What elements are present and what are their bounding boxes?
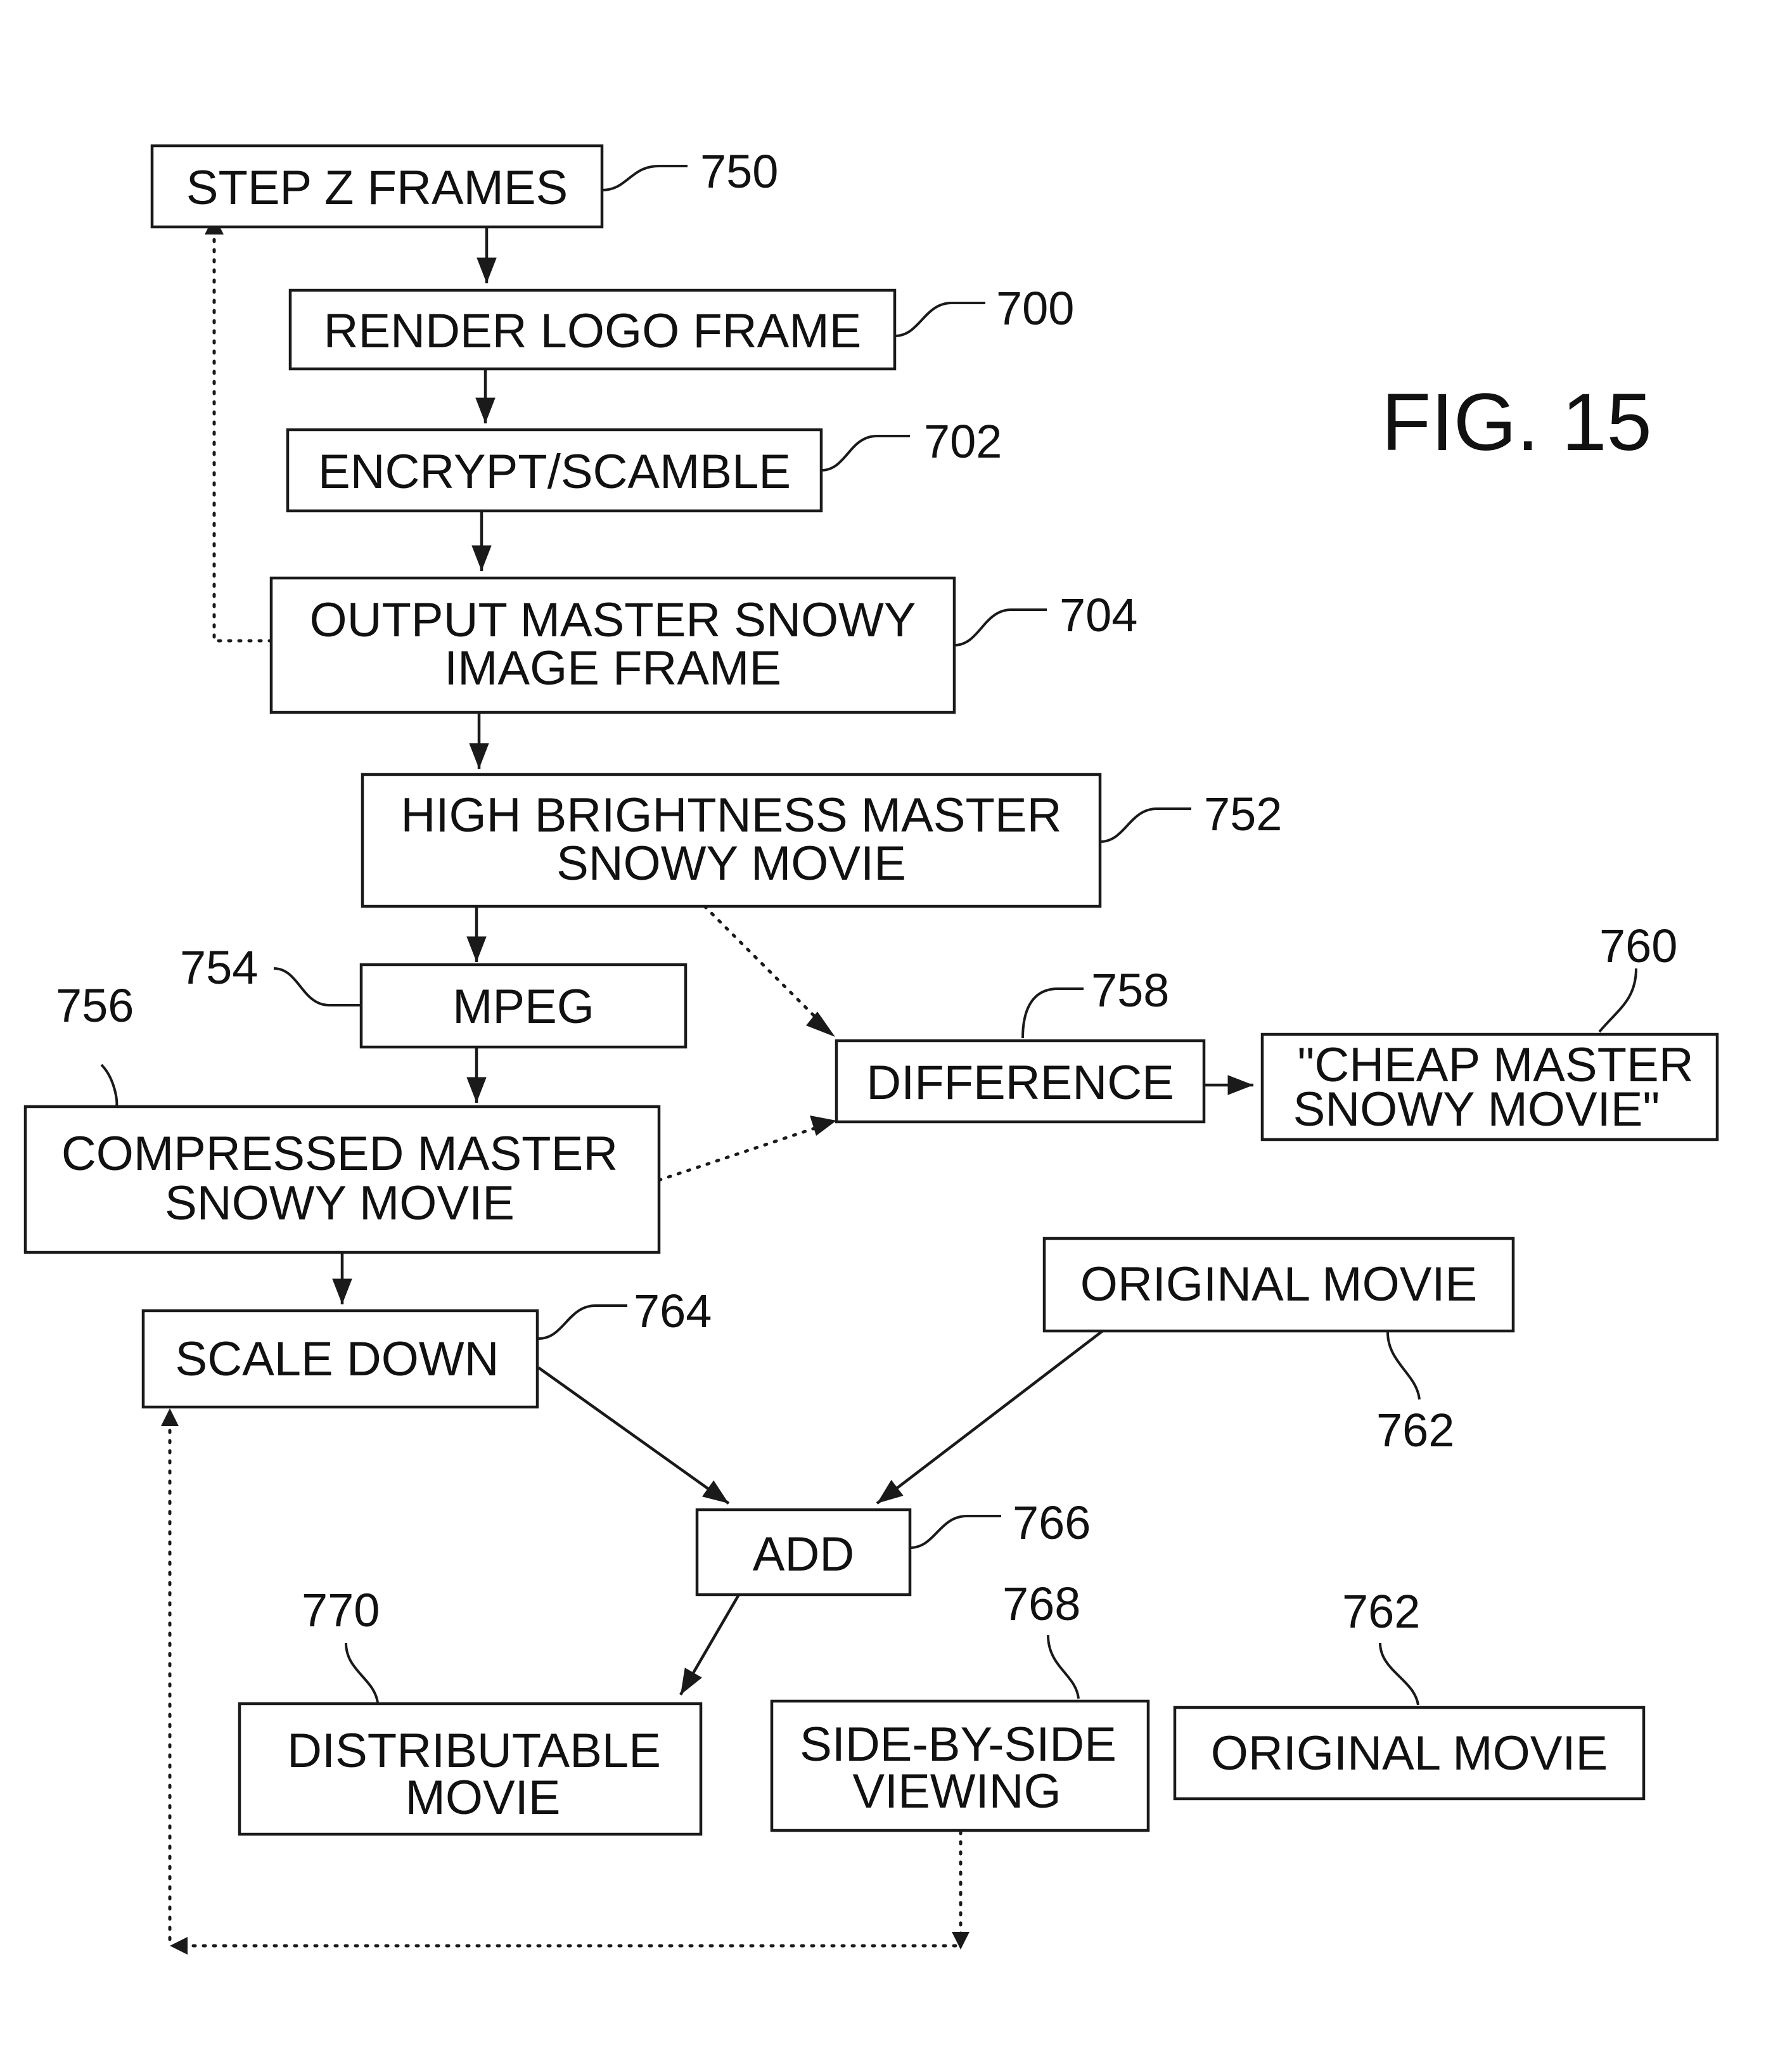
node-ref: 750	[700, 145, 778, 198]
edge-add-to-distributable	[681, 1595, 739, 1695]
node-label-line1: OUTPUT MASTER SNOWY	[309, 593, 916, 647]
node-ref: 756	[56, 979, 134, 1032]
leader-762-bottom	[1380, 1643, 1418, 1705]
node-ref: 760	[1599, 920, 1677, 972]
node-ref: 766	[1013, 1496, 1091, 1549]
node-high-brightness: HIGH BRIGHTNESS MASTER SNOWY MOVIE 752	[362, 775, 1282, 906]
edge-compressed-to-difference	[659, 1127, 819, 1180]
edge-sidebyside-up-arrowhead	[161, 1408, 179, 1426]
leader-768	[1048, 1635, 1078, 1699]
node-label-line1: COMPRESSED MASTER	[61, 1127, 618, 1181]
node-label-line1: SIDE-BY-SIDE	[800, 1718, 1117, 1771]
node-cheap-master: "CHEAP MASTER SNOWY MOVIE" 760	[1262, 920, 1717, 1140]
edge-scaledown-to-add	[539, 1368, 729, 1503]
node-ref: 762	[1376, 1404, 1454, 1456]
edge-sidebyside-left-arrowhead	[170, 1937, 188, 1955]
leader-700	[895, 303, 985, 336]
node-ref: 762	[1342, 1585, 1420, 1638]
node-label: MPEG	[452, 980, 594, 1034]
node-label-line2: SNOWY MOVIE"	[1293, 1083, 1660, 1136]
node-label: ENCRYPT/SCAMBLE	[318, 445, 791, 499]
node-ref: 752	[1204, 788, 1282, 840]
node-label: ADD	[753, 1527, 854, 1581]
node-scale-down: SCALE DOWN 764	[143, 1285, 712, 1407]
node-label: STEP Z FRAMES	[186, 161, 568, 215]
node-label: DIFFERENCE	[866, 1056, 1174, 1110]
leader-702	[821, 436, 910, 470]
edge-output-to-step-loop	[214, 229, 271, 641]
edge-compressed-to-difference-arrowhead	[810, 1115, 836, 1136]
node-label-line2: VIEWING	[852, 1765, 1061, 1818]
leader-758	[1023, 989, 1084, 1038]
node-render-logo-frame: RENDER LOGO FRAME 700	[290, 282, 1074, 369]
leader-752	[1100, 809, 1191, 842]
node-label-line2: SNOWY MOVIE	[556, 837, 906, 890]
node-ref: 770	[302, 1584, 380, 1636]
leader-756	[101, 1065, 117, 1107]
leader-754	[274, 968, 360, 1005]
leader-760	[1599, 968, 1636, 1032]
node-ref: 758	[1091, 964, 1169, 1017]
leader-762-top	[1388, 1332, 1419, 1399]
node-label-line2: SNOWY MOVIE	[165, 1176, 515, 1230]
node-original-movie-top: ORIGINAL MOVIE 762	[1044, 1238, 1513, 1456]
node-label-line2: IMAGE FRAME	[444, 641, 781, 695]
node-ref: 764	[634, 1285, 712, 1337]
node-original-movie-bottom: ORIGINAL MOVIE 762	[1175, 1585, 1644, 1799]
node-mpeg: MPEG 754	[180, 941, 686, 1047]
leader-770	[346, 1643, 378, 1702]
node-ref: 700	[996, 282, 1074, 335]
node-encrypt-scramble: ENCRYPT/SCAMBLE 702	[288, 415, 1002, 511]
edge-highbright-to-difference-arrowhead	[806, 1012, 835, 1037]
node-label: ORIGINAL MOVIE	[1211, 1726, 1608, 1780]
node-label: ORIGINAL MOVIE	[1080, 1257, 1477, 1311]
node-ref: 754	[180, 941, 258, 994]
node-output-master-snowy: OUTPUT MASTER SNOWY IMAGE FRAME 704	[271, 578, 1137, 712]
node-label: SCALE DOWN	[176, 1332, 499, 1386]
node-side-by-side: SIDE-BY-SIDE VIEWING 768	[772, 1578, 1148, 1830]
node-label-line2: MOVIE	[406, 1771, 561, 1825]
node-ref: 702	[924, 415, 1002, 468]
edge-original-to-add	[877, 1331, 1103, 1503]
leader-750	[602, 166, 688, 190]
leader-764	[539, 1306, 627, 1339]
node-label-line1: HIGH BRIGHTNESS MASTER	[401, 788, 1062, 842]
node-distributable: DISTRIBUTABLE MOVIE 770	[240, 1584, 701, 1834]
leader-766	[910, 1516, 1001, 1548]
node-ref: 768	[1002, 1578, 1080, 1630]
figure-label: FIG. 15	[1381, 377, 1652, 468]
leader-704	[954, 610, 1047, 645]
node-difference: DIFFERENCE 758	[836, 964, 1204, 1122]
node-ref: 704	[1059, 589, 1137, 641]
node-step-z-frames: STEP Z FRAMES 750	[152, 145, 778, 227]
edge-highbright-to-difference	[705, 906, 824, 1025]
node-label: RENDER LOGO FRAME	[324, 304, 862, 358]
node-label-line1: DISTRIBUTABLE	[287, 1724, 661, 1778]
